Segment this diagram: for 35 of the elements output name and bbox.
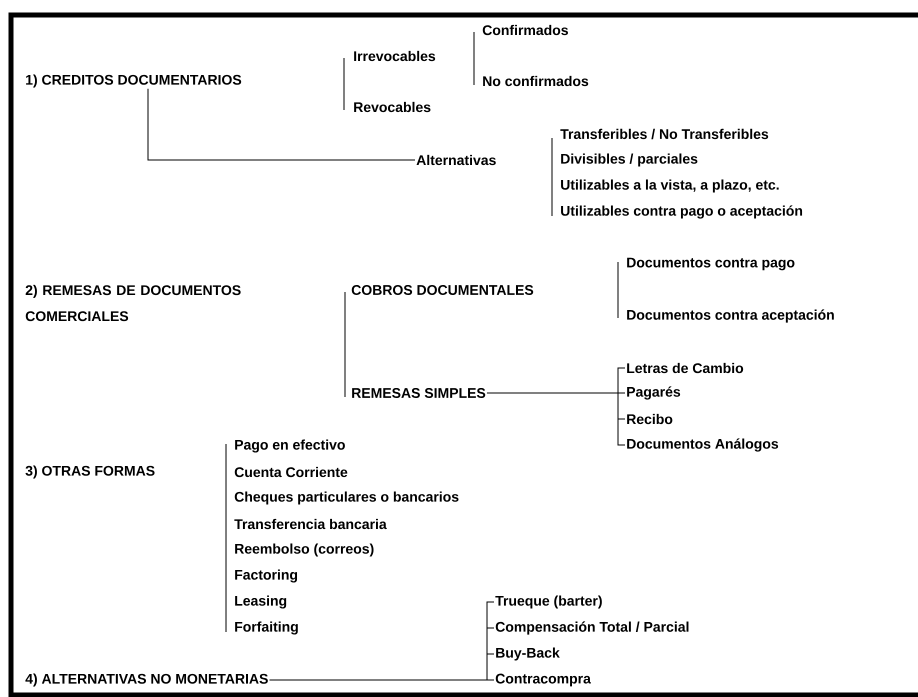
item-text: Reembolso (correos) xyxy=(235,543,374,557)
item-text: Documentos Análogos xyxy=(627,438,778,452)
item-text: Utilizables a la vista, a plazo, etc. xyxy=(561,179,779,193)
heading-text: 2) REMESAS DE DOCUMENTOS COMERCIALES xyxy=(26,284,241,322)
item-text: Revocables xyxy=(354,102,430,112)
item-text: Transferibles / No Transferibles xyxy=(560,128,768,140)
item-text: Letras de Cambio xyxy=(627,362,744,374)
item-text: COBROS DOCUMENTALES xyxy=(352,285,534,295)
heading-text: 4) ALTERNATIVAS NO MONETARIAS xyxy=(25,673,268,687)
item-text: Cuenta Corriente xyxy=(234,466,348,478)
item-text: Buy-Back xyxy=(496,647,560,661)
connector-line xyxy=(486,392,626,446)
item-text: Contracompra xyxy=(496,674,591,686)
item-text: REMESAS SIMPLES xyxy=(352,388,486,398)
item-text: Cheques particulares o bancarios xyxy=(234,491,458,505)
item-text: Documentos contra aceptación xyxy=(627,309,834,323)
item-text: Utilizables contra pago o aceptación xyxy=(561,205,802,219)
item-text: Recibo xyxy=(627,414,672,424)
heading-text: 1) CREDITOS DOCUMENTARIOS xyxy=(26,74,242,88)
item-text: Factoring xyxy=(235,569,298,583)
item-text: Transferencia bancaria xyxy=(234,518,387,530)
item-text: Forfaiting xyxy=(235,621,298,635)
item-text: Leasing xyxy=(235,595,286,609)
connector-line xyxy=(148,88,416,160)
item-text: Pagarés xyxy=(627,386,680,400)
item-text: Confirmados xyxy=(482,24,568,36)
item-text: Pago en efectivo xyxy=(235,439,345,453)
item-text: Divisibles / parciales xyxy=(561,153,698,167)
item-text: Alternativas xyxy=(416,154,496,166)
item-text: Irrevocables xyxy=(354,50,436,62)
item-text: No confirmados xyxy=(483,76,588,86)
heading-text: 3) OTRAS FORMAS xyxy=(26,465,155,479)
item-text: Documentos contra pago xyxy=(627,258,794,270)
item-text: Compensación Total / Parcial xyxy=(496,621,688,635)
item-text: Trueque (barter) xyxy=(495,595,602,609)
